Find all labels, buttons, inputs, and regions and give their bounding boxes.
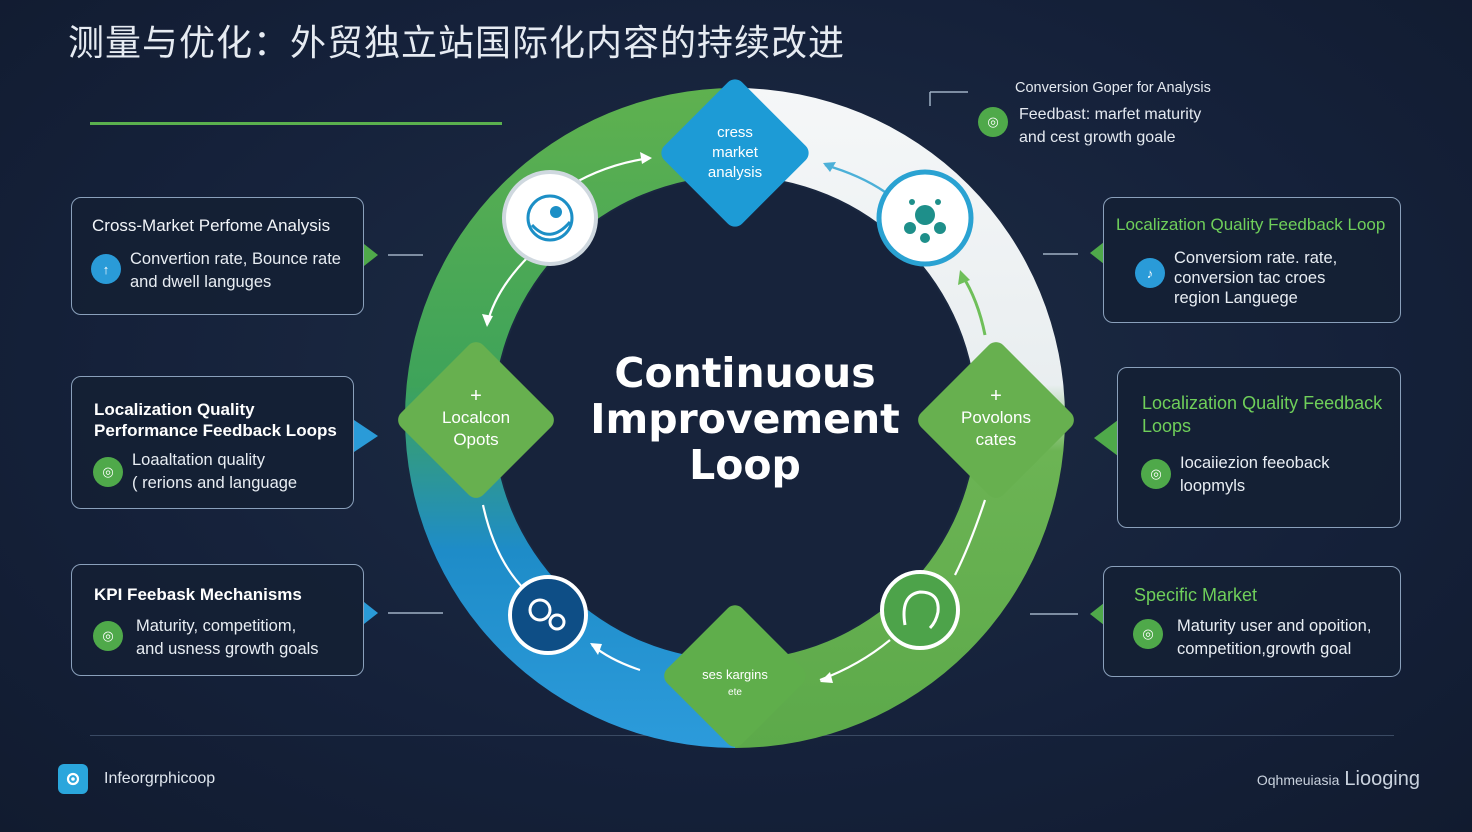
right-card-2: Localization Quality Feedback Loops ◎ Io… — [1117, 367, 1401, 528]
center-line1: Continuous — [614, 349, 876, 397]
left-card-1-pointer — [364, 244, 378, 266]
top-note-line1: Feedbast: marfet maturity — [1019, 106, 1202, 123]
footer-right-text: Oqhmeuiasia Liooging — [1257, 768, 1420, 791]
left-card-1-line1: Convertion rate, Bounce rate — [130, 250, 341, 268]
left-card-3: KPI Feebask Mechanisms ◎ Maturity, compe… — [71, 564, 364, 676]
left-card-2-body: Loaaltation quality ( rerions and langua… — [132, 449, 297, 495]
left-card-3-line1: Maturity, competitiom, — [136, 617, 297, 635]
diamond-left-plus: + — [470, 385, 482, 407]
footer-right-small: Oqhmeuiasia — [1256, 772, 1340, 788]
right-card-3: Specific Market ◎ Maturity user and opoi… — [1103, 566, 1401, 677]
right-card-2-title2: Loops — [1142, 416, 1192, 436]
left-card-3-pointer — [364, 602, 378, 624]
target-icon-2: ◎ — [93, 621, 123, 651]
right-card-1: Localization Quality Feedback Loop ♪ Con… — [1103, 197, 1401, 323]
arrow-up-icon: ↑ — [91, 254, 121, 284]
footer-right-big: Liooging — [1344, 768, 1420, 790]
left-card-1: Cross-Market Perfome Analysis ↑ Converti… — [71, 197, 364, 315]
left-card-2-line2: ( rerions and language — [132, 474, 298, 492]
right-card-3-body: Maturity user and opoition, competition,… — [1177, 615, 1371, 661]
network-people-icon — [876, 169, 974, 267]
logo-icon — [58, 764, 88, 794]
head-gear-icon — [880, 570, 960, 650]
title-underline — [90, 122, 502, 125]
diamond-top-line1: cress — [717, 124, 753, 141]
right-card-2-body: Iocaiiezion feeoback loopmyls — [1180, 452, 1330, 498]
diamond-bottom-line2: ete — [728, 687, 742, 698]
right-card-2-line1: Iocaiiezion feeoback — [1180, 454, 1330, 472]
center-line3: Loop — [689, 441, 801, 489]
right-card-3-pointer — [1090, 603, 1104, 625]
diamond-top-line2: market — [712, 144, 758, 161]
target-icon: ◎ — [93, 457, 123, 487]
left-card-2-pointer — [354, 420, 378, 452]
diamond-right-line2: cates — [975, 430, 1017, 449]
left-card-2-title2: Performance Feedback Loops — [94, 421, 337, 440]
gear-hand-icon — [502, 170, 598, 266]
right-card-1-title: Localization Quality Feedback Loop — [1116, 215, 1386, 234]
diamond-bottom-line1: ses kargins — [702, 667, 768, 682]
left-card-3-body: Maturity, competitiom, and usness growth… — [136, 615, 319, 661]
right-card-3-line2: competition,growth goal — [1177, 640, 1352, 658]
center-title: Continuous Improvement Loop — [585, 350, 905, 488]
diamond-right-label: + Povolons cates — [940, 385, 1052, 451]
top-note-line2: and cest growth goale — [1019, 129, 1176, 146]
left-card-1-line2: and dwell languges — [130, 273, 272, 291]
right-card-1-line3: region Languege — [1174, 289, 1298, 307]
right-card-2-line2: loopmyls — [1180, 477, 1246, 495]
left-card-1-title: Cross-Market Perfome Analysis — [92, 216, 331, 235]
target-icon-3: ◎ — [1141, 459, 1171, 489]
diamond-bottom — [664, 605, 806, 747]
right-card-1-line1: Conversiom rate. rate, — [1174, 249, 1338, 267]
page-title: 测量与优化：外贸独立站国际化内容的持续改进 — [68, 23, 846, 64]
left-card-2-title: Localization Quality Performance Feedbac… — [94, 399, 337, 441]
diamond-top-line3: analysis — [707, 164, 763, 181]
diamond-left — [398, 342, 554, 498]
right-card-1-line2: conversion tac croes — [1174, 269, 1326, 287]
music-note-icon: ♪ — [1135, 258, 1165, 288]
diamond-right — [918, 342, 1074, 498]
left-card-3-title: KPI Feebask Mechanisms — [94, 585, 302, 604]
right-card-2-pointer — [1094, 420, 1118, 456]
center-line2: Improvement — [590, 395, 900, 443]
right-card-2-title: Localization Quality Feedback Loops — [1142, 392, 1382, 438]
diamond-left-label: + Localcon Opots — [420, 385, 532, 451]
target-icon-4: ◎ — [1133, 619, 1163, 649]
diamond-bottom-label: ses kargins ete — [682, 666, 788, 702]
diamond-left-line2: Opots — [453, 430, 499, 449]
diamond-right-line1: Povolons — [961, 408, 1031, 427]
top-note-icon: ◎ — [978, 107, 1008, 137]
diamond-right-plus: + — [990, 385, 1002, 407]
right-card-1-pointer — [1090, 242, 1104, 264]
left-card-3-line2: and usness growth goals — [136, 640, 319, 658]
diamond-left-line1: Localcon — [441, 408, 511, 427]
right-card-1-body: Conversiom rate. rate, conversion tac cr… — [1174, 248, 1337, 308]
footer-brand: Infeorgrphicoop — [104, 770, 216, 787]
diamond-top — [661, 79, 809, 227]
top-note-header: Conversion Goper for Analysis — [1015, 80, 1211, 96]
left-card-2-title1: Localization Quality — [94, 400, 255, 419]
ring-left-segment — [405, 88, 735, 748]
ring-right-segment — [735, 88, 1065, 748]
gears-icon — [508, 575, 588, 655]
diamond-top-label: cress market analysis — [680, 123, 790, 183]
right-card-2-title1: Localization Quality Feedback — [1142, 393, 1383, 413]
left-card-2: Localization Quality Performance Feedbac… — [71, 376, 354, 509]
left-card-1-body: Convertion rate, Bounce rate and dwell l… — [130, 248, 341, 294]
right-card-3-title: Specific Market — [1134, 585, 1258, 605]
left-card-2-line1: Loaaltation quality — [132, 451, 266, 469]
right-card-3-line1: Maturity user and opoition, — [1177, 617, 1372, 635]
